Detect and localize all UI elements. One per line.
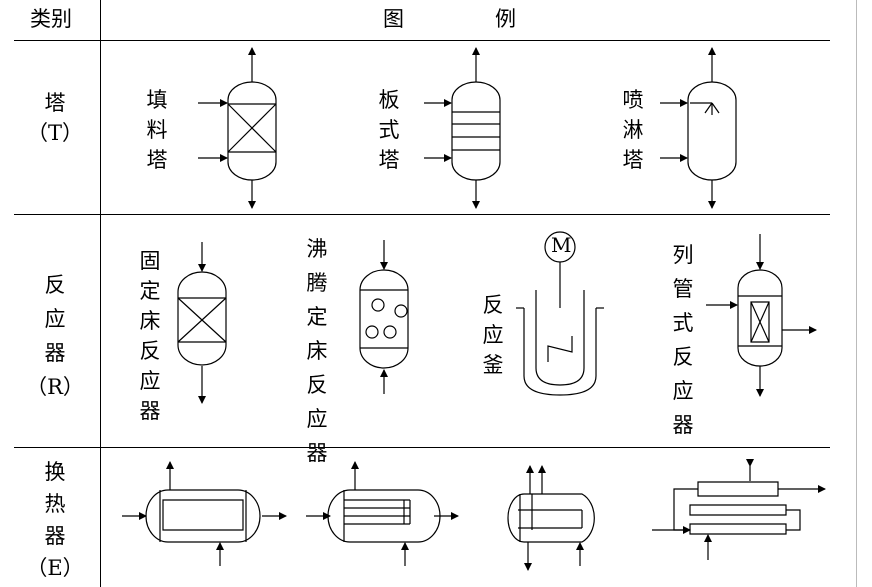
label-char: 应 (482, 323, 504, 347)
label-char: 淋 (622, 118, 644, 142)
label-char: 反 (672, 345, 694, 369)
label-char: 应 (672, 379, 694, 403)
label-char: 塔 (622, 148, 644, 172)
label-char: 塔 (378, 148, 400, 172)
label-char: 式 (378, 118, 400, 142)
header-legend-1: 图 (383, 7, 404, 31)
label-char: 式 (672, 311, 694, 335)
label-fluidized-bed-reactor: 沸腾定床反应器 (304, 232, 330, 470)
row-divider-reactor (14, 447, 830, 448)
category-line: 器 (44, 524, 66, 548)
tubular-reactor-symbol (706, 234, 817, 397)
category-line: （T） (26, 121, 83, 145)
category-line: （R） (26, 375, 84, 399)
category-line: 塔 (44, 91, 66, 115)
label-reaction-kettle: 反应釜 (480, 290, 506, 380)
category-tower: 塔 （T） (5, 88, 105, 148)
fixed-bed-reactor-symbol (178, 242, 226, 404)
label-char: 应 (139, 369, 161, 393)
heat-exchanger-3-symbol (508, 465, 594, 571)
label-plate-tower: 板式塔 (376, 85, 402, 175)
label-char: 反 (306, 373, 328, 397)
heat-exchanger-4-symbol (652, 459, 826, 560)
category-line: 热 (44, 492, 66, 516)
label-char: 塔 (146, 148, 168, 172)
category-heat-exchanger: 换 热 器 （E） (5, 456, 105, 584)
spray-tower-symbol (660, 47, 736, 209)
label-char: 釜 (482, 353, 504, 377)
label-char: 管 (672, 277, 694, 301)
plate-tower-symbol (424, 47, 500, 209)
heat-exchanger-1-symbol (122, 461, 287, 566)
label-char: 器 (139, 399, 161, 423)
column-divider (100, 0, 101, 587)
label-spray-tower: 喷淋塔 (620, 85, 646, 175)
label-tubular-reactor: 列管式反应器 (670, 238, 696, 442)
label-char: 固 (139, 249, 161, 273)
label-fixed-bed-reactor: 固定床反应器 (137, 246, 163, 426)
label-char: 料 (146, 118, 168, 142)
label-char: 反 (139, 339, 161, 363)
label-char: 床 (139, 309, 161, 333)
label-char: 腾 (306, 271, 328, 295)
packed-tower-symbol (198, 47, 276, 209)
reaction-kettle-symbol (516, 232, 604, 395)
header-divider (14, 40, 830, 41)
category-line: 器 (44, 341, 66, 365)
category-line: 换 (44, 460, 66, 484)
category-reactor: 反 应 器 （R） (5, 268, 105, 404)
label-char: 喷 (622, 88, 644, 112)
label-packed-tower: 填料塔 (144, 85, 170, 175)
label-char: 器 (672, 413, 694, 437)
category-line: （E） (26, 556, 84, 580)
label-char: 器 (306, 441, 328, 465)
label-char: 沸 (306, 237, 328, 261)
label-char: 应 (306, 407, 328, 431)
heat-exchanger-2-symbol (306, 461, 459, 566)
label-char: 板 (378, 88, 400, 112)
label-char: 床 (306, 339, 328, 363)
right-border (856, 0, 857, 587)
row-divider-tower (14, 214, 830, 215)
label-char: 定 (139, 279, 161, 303)
category-line: 反 (44, 273, 66, 297)
category-line: 应 (44, 307, 66, 331)
header-legend-2: 例 (495, 7, 516, 31)
motor-label: M (551, 233, 572, 257)
label-char: 定 (306, 305, 328, 329)
label-char: 填 (146, 88, 168, 112)
fluidized-bed-reactor-symbol (360, 240, 408, 394)
label-char: 反 (482, 293, 504, 317)
header-category: 类别 (30, 7, 72, 31)
label-char: 列 (672, 243, 694, 267)
